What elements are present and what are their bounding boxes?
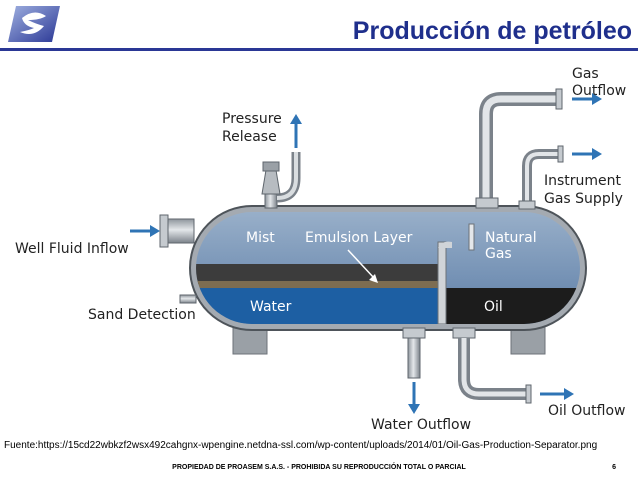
footer-copyright: PROPIEDAD DE PROASEM S.A.S. - PROHIBIDA … (172, 464, 466, 471)
mist-label: Mist (246, 230, 275, 246)
page-title: Producción de petróleo (352, 17, 632, 45)
pressure-release-valve-cap (262, 161, 280, 172)
gas-outflow-flange (475, 197, 499, 209)
oil-outflow-flange-end (525, 384, 532, 404)
pressure-release-label: Pressure (222, 111, 282, 127)
emulsion-layer-arrow (347, 249, 378, 283)
natural-gas-label: Natural (485, 230, 537, 246)
water-outflow-label: Water Outflow (371, 417, 471, 430)
instrument-gas-arrow (572, 148, 602, 160)
water-region (196, 288, 438, 324)
page-number: 6 (612, 464, 616, 471)
mist-extractor-baffle (468, 223, 475, 251)
well-fluid-inflow-arrow (130, 225, 160, 237)
weir-top (438, 241, 452, 248)
oil-outflow-label: Oil Outflow (548, 403, 625, 419)
image-source-caption: Fuente:https://15cd22wbkzf2wsx492cahgnx-… (4, 440, 598, 451)
water-outflow-pipe (407, 337, 421, 379)
gas-outflow-label: Gas (572, 66, 599, 82)
pressure-release-label-line2: Release (222, 129, 277, 145)
emulsion-layer-label: Emulsion Layer (305, 230, 413, 246)
company-logo (8, 6, 60, 42)
emulsion-sand-band (196, 281, 438, 288)
gas-outflow-arrow (572, 93, 602, 105)
instrument-gas-label-line2: Gas Supply (544, 191, 623, 207)
oil-gas-separator-diagram: Gas Outflow Pressure Release Instrument … (15, 66, 626, 430)
oil-outflow-arrow (540, 388, 574, 400)
sand-detection-label: Sand Detection (88, 307, 196, 323)
water-label: Water (250, 299, 292, 315)
oil-outflow-flange (452, 327, 476, 339)
sand-detection-nozzle (179, 294, 197, 304)
pressure-release-arrow (290, 114, 302, 148)
oil-label: Oil (484, 299, 503, 315)
water-outflow-flange (402, 327, 426, 339)
gas-outflow-flange-end (555, 88, 563, 110)
inlet-pipe (165, 218, 195, 244)
instrument-gas-flange-end (557, 145, 564, 163)
weir-plate (437, 241, 447, 324)
well-fluid-inflow-label: Well Fluid Inflow (15, 241, 129, 257)
instrument-gas-label: Instrument (544, 173, 622, 189)
pressure-release-stub (264, 193, 278, 209)
natural-gas-label-line2: Gas (485, 246, 512, 262)
gas-outflow-label-line2: Outflow (572, 83, 626, 99)
title-divider (0, 48, 638, 51)
water-outflow-arrow (408, 382, 420, 414)
instrument-gas-flange (518, 200, 536, 210)
pressure-release-valve-body (261, 169, 281, 195)
emulsion-region (196, 264, 438, 284)
inlet-flange (159, 214, 169, 248)
